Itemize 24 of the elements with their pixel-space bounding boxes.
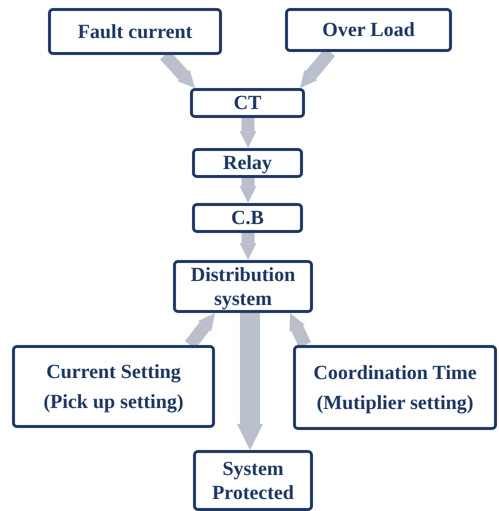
process-box — [12, 345, 215, 428]
process-box — [293, 345, 497, 430]
box-label: Distribution system — [190, 262, 296, 310]
process-box — [190, 88, 305, 118]
arrow — [240, 233, 256, 260]
box-label: Current Setting — [46, 360, 181, 384]
box-label: Fault current — [78, 20, 192, 44]
arrow — [240, 178, 256, 203]
arrow — [240, 118, 256, 148]
box-label: CT — [234, 91, 262, 115]
box-label: Coordination Time — [313, 360, 477, 384]
box-label: C.B — [231, 206, 264, 230]
box-label: (Pick up setting) — [44, 390, 184, 414]
process-box — [192, 148, 303, 178]
process-box — [192, 203, 303, 233]
box-label: System Protected — [211, 456, 295, 504]
process-box — [173, 260, 313, 313]
box-label: Over Load — [322, 18, 415, 42]
box-label: (Mutiplier setting) — [316, 390, 474, 414]
box-label: Relay — [223, 151, 272, 175]
arrow — [290, 313, 311, 348]
process-box — [285, 8, 452, 52]
process-box — [193, 450, 313, 511]
process-box — [48, 8, 222, 55]
